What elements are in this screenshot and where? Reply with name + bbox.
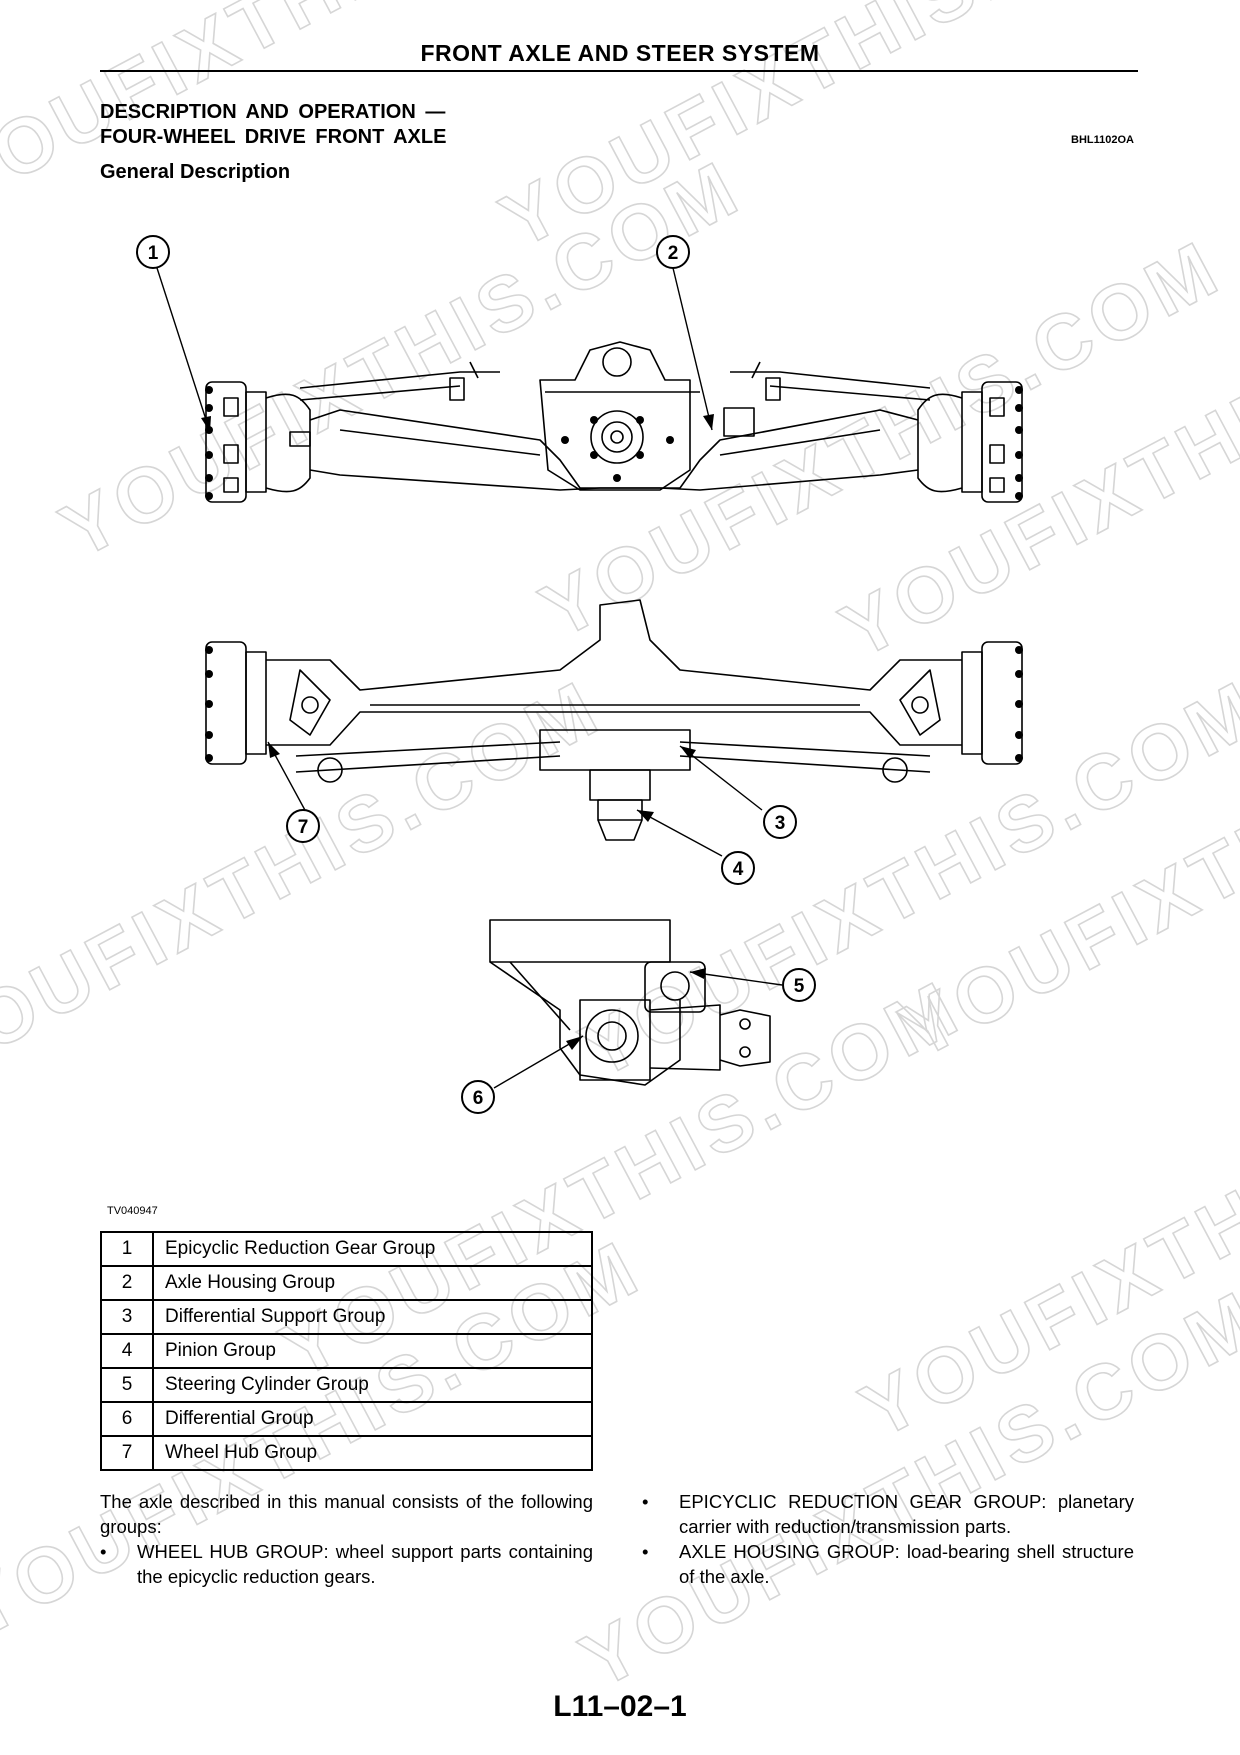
- svg-text:2: 2: [668, 243, 679, 264]
- callout-6: 6: [461, 1080, 495, 1114]
- bullet-marker: •: [100, 1541, 107, 1562]
- page-number: L11–02–1: [553, 1690, 687, 1723]
- bullet-marker: •: [642, 1491, 649, 1512]
- body-left-column: The axle described in this manual consis…: [100, 1489, 593, 1589]
- legend-label: Epicyclic Reduction Gear Group: [152, 1231, 593, 1267]
- figure-code: TV040947: [107, 1205, 158, 1217]
- legend-number: 3: [100, 1299, 154, 1335]
- callout-4: 4: [721, 851, 755, 885]
- callout-2: 2: [656, 235, 690, 269]
- legend-number: 1: [100, 1231, 154, 1267]
- callout-7: 7: [286, 809, 320, 843]
- bullet-text: WHEEL HUB GROUP: wheel support parts con…: [137, 1541, 593, 1587]
- section-heading-line2: FOUR-WHEEL DRIVE FRONT AXLE: [100, 126, 447, 148]
- bullet-text: EPICYCLIC REDUCTION GEAR GROUP: planetar…: [679, 1491, 1134, 1537]
- legend-number: 6: [100, 1401, 154, 1437]
- callout-3: 3: [763, 805, 797, 839]
- legend-label: Axle Housing Group: [152, 1265, 593, 1301]
- bullet-item: • WHEEL HUB GROUP: wheel support parts c…: [100, 1539, 593, 1589]
- svg-text:3: 3: [775, 813, 786, 834]
- legend-number: 4: [100, 1333, 154, 1369]
- section-heading: DESCRIPTION AND OPERATION — FOUR-WHEEL D…: [100, 100, 446, 150]
- intro-paragraph: The axle described in this manual consis…: [100, 1491, 593, 1537]
- legend-label: Pinion Group: [152, 1333, 593, 1369]
- svg-text:1: 1: [148, 243, 159, 264]
- callout-leaders: [156, 267, 783, 1089]
- bullet-item: • EPICYCLIC REDUCTION GEAR GROUP: planet…: [642, 1489, 1134, 1539]
- section-heading-line1: DESCRIPTION AND OPERATION —: [100, 101, 446, 123]
- subheading: General Description: [100, 161, 291, 183]
- svg-text:6: 6: [473, 1088, 484, 1109]
- header-rule: [100, 70, 1138, 72]
- callout-1: 1: [136, 235, 170, 269]
- legend-label: Steering Cylinder Group: [152, 1367, 593, 1403]
- svg-text:7: 7: [298, 817, 309, 838]
- bullet-text: AXLE HOUSING GROUP: load-bearing shell s…: [679, 1541, 1134, 1587]
- legend-number: 5: [100, 1367, 154, 1403]
- axle-front-view: [205, 599, 1023, 841]
- bullet-item: • AXLE HOUSING GROUP: load-bearing shell…: [642, 1539, 1134, 1589]
- legend-label: Differential Group: [152, 1401, 593, 1437]
- legend-number: 7: [100, 1435, 154, 1471]
- header-title: FRONT AXLE AND STEER SYSTEM: [420, 40, 820, 66]
- axle-diagram: 1 2 3 4 5 6 7: [136, 235, 1023, 1114]
- leader-arrowheads: [201, 414, 714, 1050]
- body-right-column: • EPICYCLIC REDUCTION GEAR GROUP: planet…: [642, 1489, 1134, 1589]
- document-code: BHL1102OA: [1071, 134, 1134, 146]
- svg-text:4: 4: [733, 859, 744, 880]
- svg-text:5: 5: [794, 976, 805, 997]
- differential-detail-view: [489, 919, 771, 1086]
- legend-label: Wheel Hub Group: [152, 1435, 593, 1471]
- legend-number: 2: [100, 1265, 154, 1301]
- axle-rear-view: [205, 341, 1023, 503]
- bullet-marker: •: [642, 1541, 649, 1562]
- legend-label: Differential Support Group: [152, 1299, 593, 1335]
- callout-5: 5: [782, 968, 816, 1002]
